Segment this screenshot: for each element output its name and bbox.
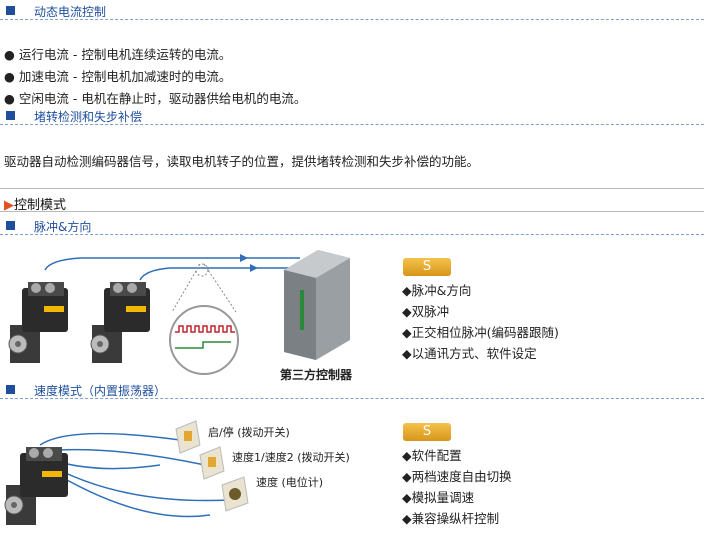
pulse-waveform xyxy=(175,325,235,333)
signal-wire xyxy=(39,432,181,446)
feature-item: ◆模拟量调速 xyxy=(402,490,475,505)
list-item: ● 运行电流 - 控制电机连续运转的电流。 xyxy=(4,47,232,62)
switch-label: 速度 (电位计) xyxy=(256,476,324,489)
section-square-icon xyxy=(6,111,15,120)
divider xyxy=(0,188,704,189)
feature-item: ◆以通讯方式、软件设定 xyxy=(402,346,537,361)
arrow-icon xyxy=(250,264,258,272)
section-square-icon xyxy=(6,385,15,394)
controller-icon xyxy=(284,250,350,360)
direction-waveform xyxy=(175,341,231,349)
s-badge: S xyxy=(403,423,451,441)
feature-item: ◆软件配置 xyxy=(402,448,462,463)
feature-item: ◆双脉冲 xyxy=(402,304,450,319)
motor-icon xyxy=(8,282,68,363)
triangle-marker-icon: ▶ xyxy=(4,198,14,213)
section-title: 动态电流控制 xyxy=(34,5,107,19)
velocity-mode-diagram xyxy=(4,420,249,525)
s-badge: S xyxy=(403,258,451,276)
section-header-velocity: 速度模式（内置振荡器） xyxy=(0,381,704,399)
feature-item: ◆两档速度自由切换 xyxy=(402,469,512,484)
feature-item: ◆正交相位脉冲(编码器跟随) xyxy=(402,325,559,340)
section-title: 脉冲&方向 xyxy=(34,220,92,234)
signal-wire xyxy=(139,267,300,281)
section-header-dynamic-current: 动态电流控制 xyxy=(0,2,704,20)
section-header-stall: 堵转检测和失步补偿 xyxy=(0,107,704,125)
toggle-switch-icon xyxy=(199,446,225,480)
signal-wire xyxy=(44,257,300,271)
section-title: 速度模式（内置振荡器） xyxy=(34,384,167,398)
divider xyxy=(0,211,704,212)
control-mode-title: ▶控制模式 xyxy=(4,198,67,213)
zoom-circle xyxy=(169,305,239,375)
controller-label: 第三方控制器 xyxy=(280,368,353,382)
switch-label: 启/停 (拨动开关) xyxy=(208,426,290,439)
signal-wire xyxy=(47,468,211,518)
potentiometer-icon xyxy=(221,476,249,512)
toggle-switch-icon xyxy=(175,420,201,454)
feature-item: ◆脉冲&方向 xyxy=(402,283,472,298)
section-title: 堵转检测和失步补偿 xyxy=(34,110,143,124)
switch-label: 速度1/速度2 (拨动开关) xyxy=(232,451,350,464)
stall-description: 驱动器自动检测编码器信号，读取电机转子的位置，提供堵转检测和失步补偿的功能。 xyxy=(4,154,480,169)
list-item: ● 加速电流 - 控制电机加减速时的电流。 xyxy=(4,69,232,84)
list-item: ● 空闲电流 - 电机在静止时，驱动器供给电机的电流。 xyxy=(4,91,307,106)
arrow-icon xyxy=(240,254,248,262)
motor-icon xyxy=(4,447,68,525)
feature-item: ◆兼容操纵杆控制 xyxy=(402,511,500,526)
section-header-pulse: 脉冲&方向 xyxy=(0,217,704,235)
motor-icon xyxy=(90,282,150,363)
section-square-icon xyxy=(6,221,15,230)
section-square-icon xyxy=(6,6,15,15)
pulse-mode-diagram xyxy=(8,250,350,375)
